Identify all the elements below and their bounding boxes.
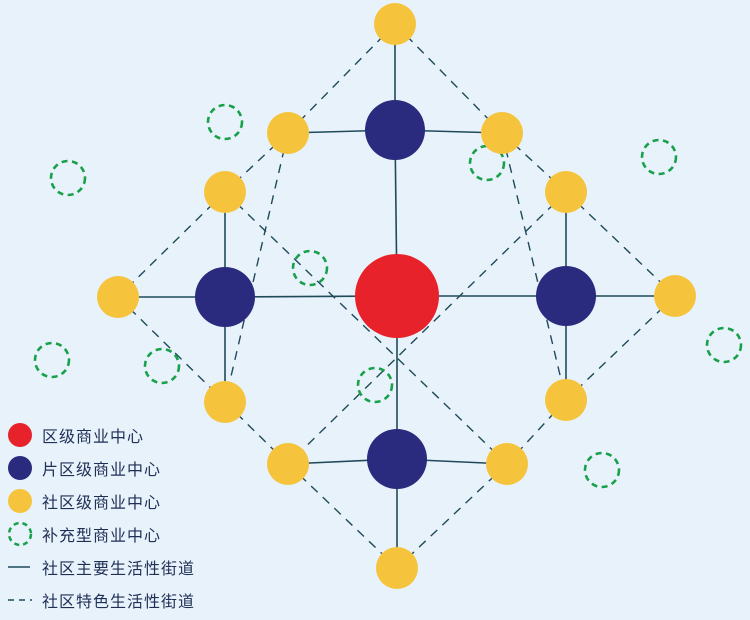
supplementary-center [291, 249, 329, 287]
feature-street-line [117, 296, 226, 403]
area-center [365, 100, 425, 160]
feature-street-line [224, 191, 508, 465]
legend-label-community: 社区级商业中心 [42, 493, 162, 512]
legend-label-main-street: 社区主要生活性街道 [42, 559, 196, 578]
legend-label-area: 片区级商业中心 [42, 460, 162, 479]
area-center [367, 429, 427, 489]
feature-street-line [224, 132, 289, 403]
community-center [481, 112, 523, 154]
supplementary-center [143, 347, 181, 385]
community-center [654, 275, 696, 317]
legend-item-supplementary: 补充型商业中心 [6, 519, 266, 549]
yellow-circle-icon [6, 486, 42, 516]
community-center [267, 443, 309, 485]
supplementary-center [583, 451, 621, 489]
feature-street-line [117, 191, 226, 298]
legend-item-district: 区级商业中心 [6, 420, 266, 450]
community-center [97, 276, 139, 318]
legend-label-supplementary: 补充型商业中心 [42, 526, 162, 545]
red-circle-icon [6, 420, 42, 450]
community-center [374, 3, 416, 45]
legend-item-main-street: 社区主要生活性街道 [6, 552, 266, 582]
legend-item-feature-street: 社区特色生活性街道 [6, 585, 266, 615]
community-center [376, 547, 418, 589]
dashed-green-circle-icon [6, 519, 42, 549]
community-center [204, 171, 246, 213]
supplementary-center [640, 138, 678, 176]
supplementary-center [49, 159, 87, 197]
supplementary-center [33, 341, 71, 379]
legend-label-feature-street: 社区特色生活性街道 [42, 592, 196, 611]
feature-street-line [287, 191, 567, 465]
community-center [204, 381, 246, 423]
supplementary-center [705, 326, 743, 364]
community-center [267, 112, 309, 154]
supplementary-center [356, 366, 394, 404]
solid-line-icon [6, 552, 42, 582]
legend-item-community: 社区级商业中心 [6, 486, 266, 516]
dashed-line-icon [6, 585, 42, 615]
supplementary-center [206, 103, 244, 141]
navy-circle-icon [6, 453, 42, 483]
supplementary-center [468, 144, 506, 182]
legend-label-district: 区级商业中心 [42, 427, 145, 446]
community-center [545, 171, 587, 213]
feature-street-line [501, 132, 567, 401]
district-center [355, 254, 439, 338]
area-center [536, 266, 596, 326]
community-center [486, 443, 528, 485]
legend-item-area: 片区级商业中心 [6, 453, 266, 483]
area-center [195, 267, 255, 327]
community-center [545, 379, 587, 421]
